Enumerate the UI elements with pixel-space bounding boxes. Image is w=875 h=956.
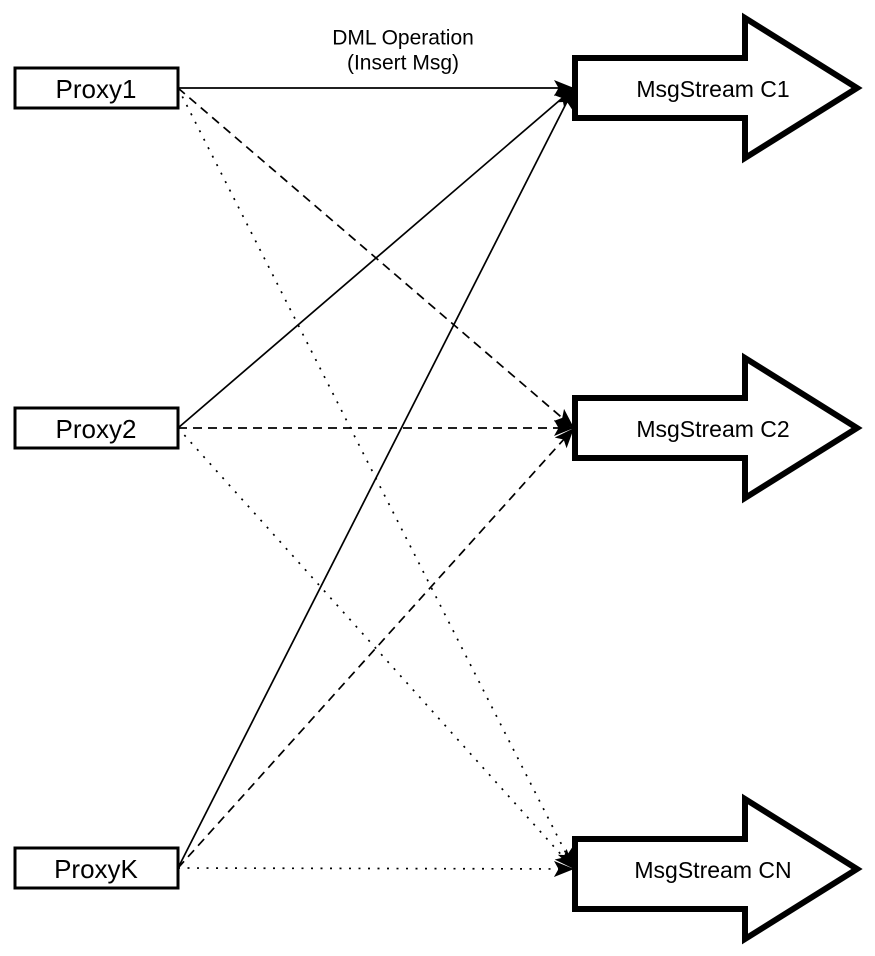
edge-label-line1: DML Operation — [332, 27, 474, 50]
stream-arrow-c2 — [572, 352, 863, 504]
stream-nodes: MsgStream C1 MsgStream C2 MsgStream CN — [572, 12, 863, 945]
stream-label-c1: MsgStream C1 — [636, 76, 789, 102]
proxy-label-proxyk: ProxyK — [54, 854, 138, 884]
proxy-nodes: Proxy1 Proxy2 ProxyK — [13, 66, 180, 890]
edges-layer — [177, 80, 575, 877]
edge-proxyk-c1 — [177, 87, 575, 869]
edge-proxyk-c2 — [177, 427, 575, 869]
edge-proxy2-cn — [177, 427, 575, 870]
stream-arrow-c1 — [572, 12, 863, 164]
proxy-box-proxyk — [13, 846, 180, 890]
stream-label-c2: MsgStream C2 — [636, 416, 789, 442]
stream-label-cn: MsgStream CN — [634, 857, 791, 883]
proxy-box-proxy2 — [13, 406, 180, 450]
edge-proxy2-c1 — [177, 87, 575, 429]
proxy-box-proxy1 — [13, 66, 180, 110]
stream-arrow-cn — [572, 793, 863, 945]
edge-proxyk-cn — [177, 860, 575, 877]
proxy-label-proxy2: Proxy2 — [56, 414, 137, 444]
proxy-label-proxy1: Proxy1 — [56, 74, 137, 104]
edge-label-line2: (Insert Msg) — [347, 52, 459, 75]
